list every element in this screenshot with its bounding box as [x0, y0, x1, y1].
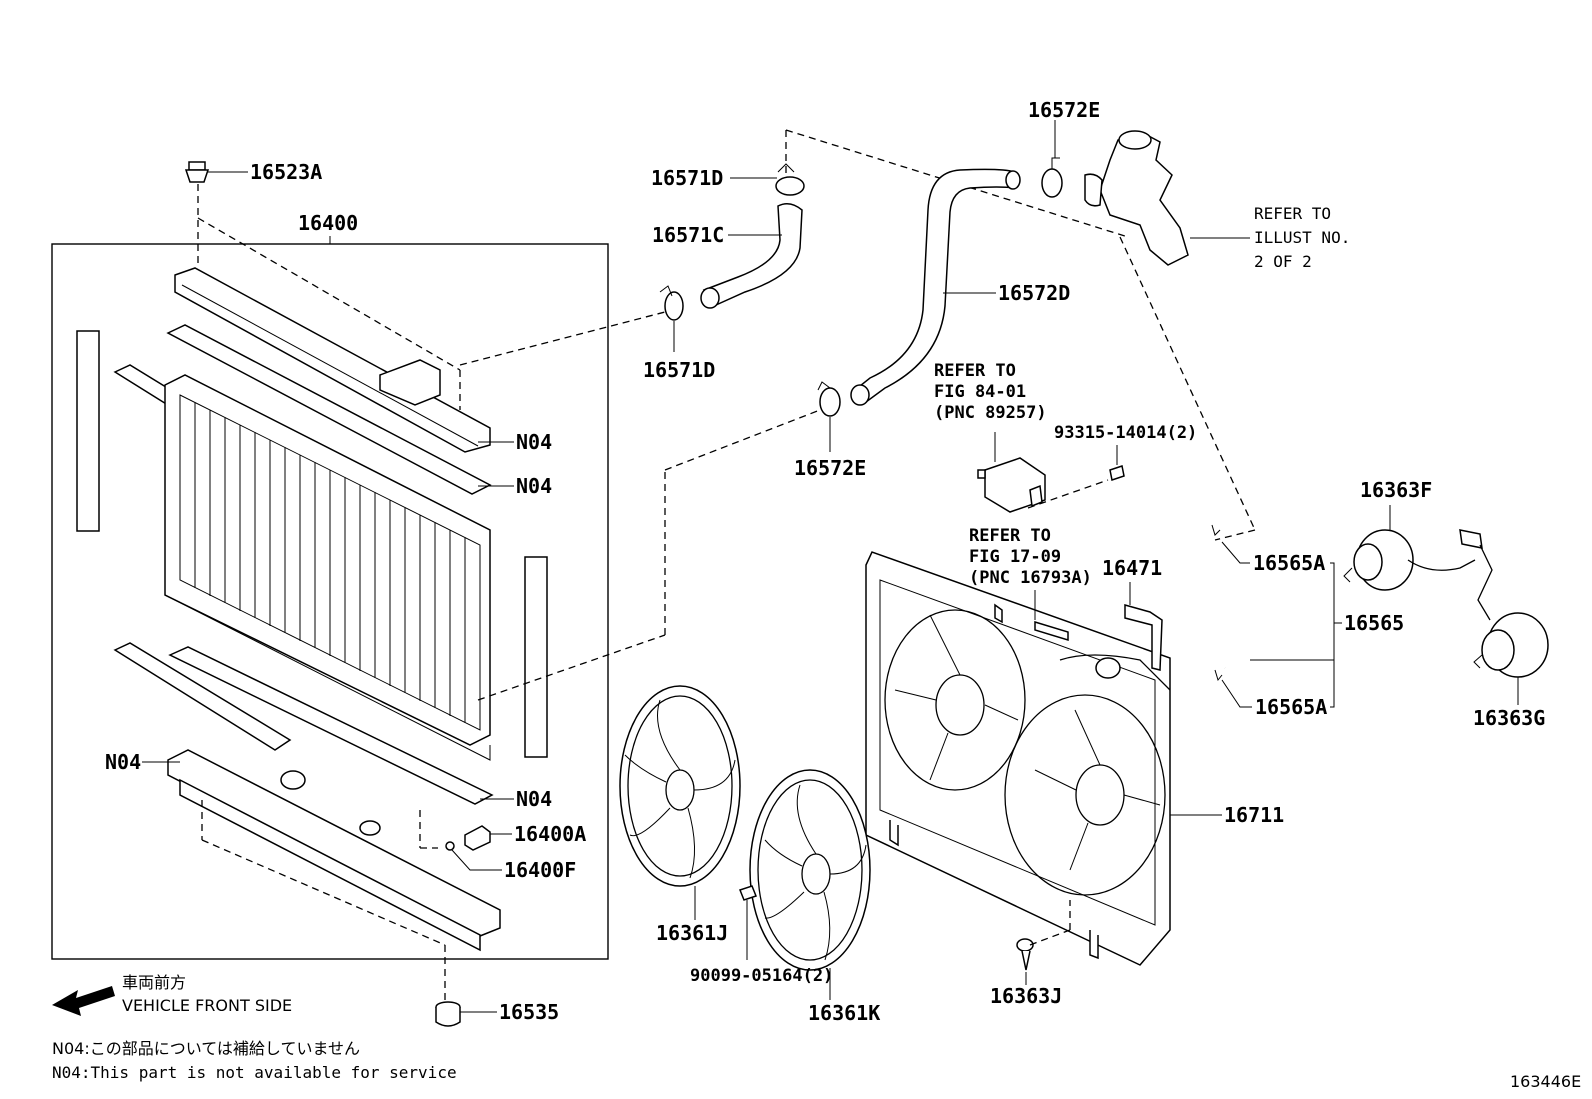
- callout-16571D-top: 16571D: [651, 166, 723, 190]
- radiator-hose-16571C[interactable]: [700, 203, 803, 309]
- callout-16711: 16711: [1224, 803, 1284, 827]
- ref-fig17-line2: FIG 17-09: [969, 547, 1061, 567]
- legend-front-jp: 車両前方: [122, 973, 186, 992]
- diagram-id: 163446E: [1510, 1072, 1581, 1091]
- legend-note-en: N04:This part is not available for servi…: [52, 1063, 457, 1082]
- drain-plug[interactable]: [464, 825, 512, 851]
- shroud-bracket[interactable]: [1124, 582, 1163, 671]
- ref-fig17-line1: REFER TO: [969, 526, 1051, 546]
- ref-fig84-line1: REFER TO: [934, 361, 1016, 381]
- hose-clamp-lower-top[interactable]: [1041, 120, 1063, 198]
- upper-tank: [174, 267, 491, 453]
- module-bolt[interactable]: [1109, 445, 1125, 481]
- callout-16363F: 16363F: [1360, 478, 1432, 502]
- radiator-cap[interactable]: [184, 161, 248, 183]
- fan-16361K[interactable]: [749, 769, 871, 971]
- bottom-seal: [113, 642, 292, 751]
- legend-note-jp: N04:この部品については補給していません: [52, 1039, 360, 1058]
- shroud-screw[interactable]: [1016, 938, 1034, 985]
- vehicle-front-arrow-icon: [52, 986, 115, 1016]
- radiator-core: [164, 374, 491, 761]
- callout-n04-lower-gasket: N04: [516, 787, 552, 811]
- callout-16363G: 16363G: [1473, 706, 1545, 730]
- fan-motor-16363G[interactable]: [1473, 612, 1549, 705]
- ref-fig17-line3: (PNC 16793A): [969, 568, 1092, 588]
- ref-illust-line1: REFER TO: [1254, 204, 1331, 223]
- shroud-label: [1034, 620, 1069, 642]
- callout-16535: 16535: [499, 1000, 559, 1024]
- fan-nut[interactable]: [739, 885, 757, 960]
- hose-clamp-lower-bottom[interactable]: [817, 381, 841, 452]
- hose-clamp-upper-top[interactable]: [730, 163, 805, 196]
- fan-16361J[interactable]: [619, 685, 741, 887]
- water-outlet: [1084, 130, 1189, 266]
- callout-16565A-top: 16565A: [1253, 551, 1325, 575]
- callout-16571D-bottom: 16571D: [643, 358, 715, 382]
- callout-16361J: 16361J: [656, 921, 728, 945]
- upper-gasket: [166, 324, 492, 495]
- fan-control-module: [977, 432, 1046, 513]
- callout-16361K: 16361K: [808, 1001, 880, 1025]
- callout-16400: 16400: [298, 211, 358, 235]
- callout-16523A: 16523A: [250, 160, 322, 184]
- callout-16471: 16471: [1102, 556, 1162, 580]
- fan-motor-16363F[interactable]: [1343, 505, 1493, 621]
- radiator-hose-16572D[interactable]: [850, 168, 1021, 406]
- callout-16572D: 16572D: [998, 281, 1070, 305]
- callout-16400A: 16400A: [514, 822, 586, 846]
- callout-n04-upper-gasket: N04: [516, 474, 552, 498]
- legend-front-en: VEHICLE FRONT SIDE: [122, 996, 292, 1015]
- ref-fig84-line2: FIG 84-01: [934, 382, 1026, 402]
- callout-16363J: 16363J: [990, 984, 1062, 1008]
- callout-16572E-top: 16572E: [1028, 98, 1100, 122]
- callout-90099-05164: 90099-05164(2): [690, 966, 833, 986]
- callout-n04-lower-tank: N04: [105, 750, 141, 774]
- drain-oring[interactable]: [445, 841, 502, 871]
- callout-93315-14014: 93315-14014(2): [1054, 423, 1197, 443]
- callout-16400F: 16400F: [504, 858, 576, 882]
- right-side-seal: [524, 556, 548, 758]
- callout-16572E-bottom: 16572E: [794, 456, 866, 480]
- lower-tank: [167, 749, 501, 952]
- ref-illust-line3: 2 OF 2: [1254, 252, 1312, 271]
- ref-fig84-line3: (PNC 89257): [934, 403, 1047, 423]
- callout-16565A-bottom: 16565A: [1255, 695, 1327, 719]
- callout-16571C: 16571C: [652, 223, 724, 247]
- hose-clamp-upper-bottom[interactable]: [659, 285, 684, 352]
- lower-gasket: [168, 646, 494, 805]
- left-side-seal: [76, 330, 100, 532]
- ref-illust-line2: ILLUST NO.: [1254, 228, 1350, 247]
- callout-n04-upper-tank: N04: [516, 430, 552, 454]
- overflow-hose[interactable]: [1172, 524, 1253, 682]
- callout-16565: 16565: [1344, 611, 1404, 635]
- lower-cushion[interactable]: [435, 1001, 497, 1027]
